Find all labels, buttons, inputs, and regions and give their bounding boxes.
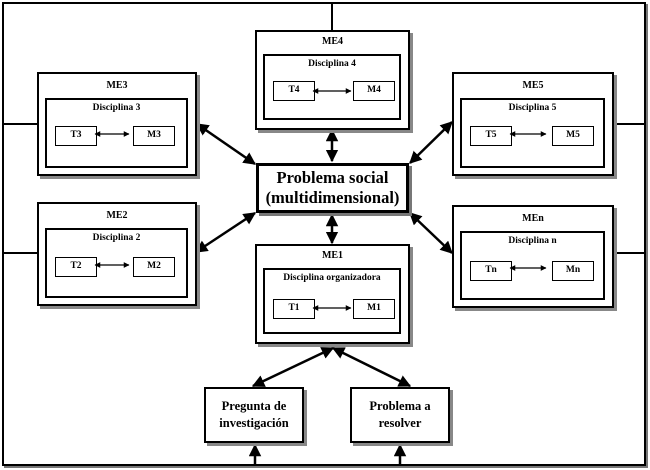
arrow-me1-question [251, 346, 335, 388]
me5-title: ME5 [522, 80, 544, 91]
men-discipline-label: Disciplina n [508, 236, 557, 246]
arrow-central-me2 [194, 211, 257, 254]
me2-t-box: T2 [55, 257, 97, 277]
me3-title: ME3 [106, 80, 128, 91]
me2-m-box: M2 [133, 257, 175, 277]
me1-discipline-box: Disciplina organizadora T1 M1 [263, 268, 401, 334]
me3-discipline-box: Disciplina 3 T3 M3 [45, 98, 188, 168]
me2-box: ME2 Disciplina 2 T2 M2 [37, 202, 197, 306]
me1-box: ME1 Disciplina organizadora T1 M1 [255, 244, 410, 344]
research-question-box: Pregunta de investigación [204, 387, 304, 443]
arrow-central-me5 [409, 121, 453, 164]
me1-discipline-label: Disciplina organizadora [283, 273, 381, 283]
me1-title: ME1 [321, 250, 344, 261]
me4-discipline-box: Disciplina 4 T4 M4 [263, 54, 401, 120]
arrow-central-me3 [195, 122, 257, 166]
me2-title: ME2 [106, 210, 128, 221]
me4-title: ME4 [321, 36, 344, 47]
problem-to-solve-box: Problema a resolver [350, 387, 450, 443]
central-problem-box: Problema social (multidimensional) [256, 163, 409, 213]
men-t-box: Tn [470, 261, 512, 281]
me2-discipline-label: Disciplina 2 [92, 233, 141, 243]
arrow-me1-problem [331, 346, 412, 388]
men-title: MEn [522, 213, 544, 224]
me5-discipline-label: Disciplina 5 [508, 103, 557, 113]
me4-discipline-label: Disciplina 4 [308, 59, 356, 69]
me1-m-box: M1 [353, 299, 395, 319]
me4-m-box: M4 [353, 81, 395, 101]
me3-m-box: M3 [133, 126, 175, 146]
me3-box: ME3 Disciplina 3 T3 M3 [37, 72, 197, 176]
arrow-central-men [409, 212, 453, 254]
me3-t-box: T3 [55, 126, 97, 146]
men-m-box: Mn [552, 261, 594, 281]
me3-discipline-label: Disciplina 3 [92, 103, 141, 113]
me5-m-box: M5 [552, 126, 594, 146]
outer-frame [2, 2, 646, 466]
me4-box: ME4 Disciplina 4 T4 M4 [255, 30, 410, 130]
